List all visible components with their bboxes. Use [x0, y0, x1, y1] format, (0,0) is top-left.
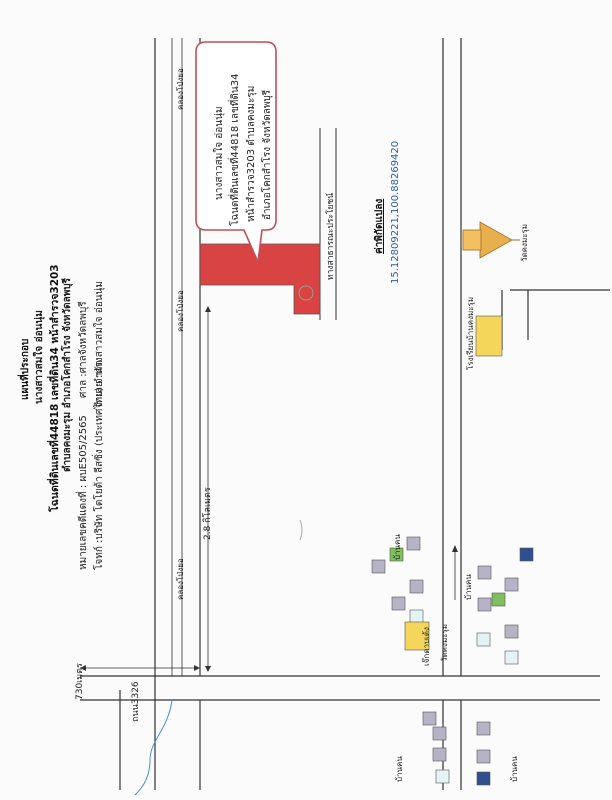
canal-label: คลองโป่งยอ: [176, 290, 185, 332]
roads: [80, 38, 610, 790]
distance-28-label: 2.8 กิโลเมตร: [203, 487, 213, 540]
canal-label: คลองโป่งยอ: [176, 68, 185, 110]
house-block: [435, 769, 450, 784]
callout-line-1: นางสาวสมใจ อ่อนนุ่ม: [214, 106, 225, 200]
house-block: [491, 592, 506, 607]
callout-line-4: อำเภอโคกสำโรง จังหวัดลพบุรี: [262, 89, 273, 220]
defendant: จำเลย :นางสาวสมใจ อ่อนนุ่ม: [94, 281, 105, 408]
house-block: [391, 596, 406, 611]
punch-hole-icon: [298, 285, 314, 301]
house-block: [477, 565, 492, 580]
house-label: บ้านคน: [395, 756, 404, 782]
owner-name: นางสาวสมใจ อ่อนนุ่ม: [34, 310, 45, 404]
arrow-right-icon: [194, 665, 200, 671]
house-label: บ้านคน: [464, 574, 473, 600]
house-block: [432, 747, 447, 762]
house-block: [504, 624, 519, 639]
school-label: โรงเรียนบ้านคงมะรุม: [466, 296, 475, 370]
house-block: [406, 536, 421, 551]
house-block: [476, 749, 491, 764]
case-ref: หมายเลขคดีแดงที่ : ผบE505/2565: [78, 415, 89, 570]
callout-bubble: [195, 41, 277, 265]
to-temple-label: วัดคงมะรุม: [440, 623, 449, 662]
coord-value: 15.12809221,100.88269420: [390, 140, 401, 284]
callout-line-2: โฉนดที่ดินเลขที่44818 เลขที่ดิน34: [230, 73, 241, 226]
court: ศาล :ศาลจังหวัดลพบุรี: [78, 301, 89, 398]
parcel[interactable]: [199, 243, 321, 315]
location-info: ตำบลคงมะรุม อำเภอโคกสำโรง จังหวัดลพบุรี: [62, 277, 73, 472]
distance-730-label: 730เมตร: [75, 663, 85, 700]
punch-mark-icon: [299, 519, 303, 541]
temple-label: วัดคงมะรุม: [520, 223, 529, 262]
arrow-up-icon: [205, 306, 211, 312]
fuel-station: [404, 621, 430, 651]
house-block: [371, 559, 386, 574]
house-block: [519, 547, 534, 562]
house-block: [476, 632, 491, 647]
house-block: [389, 547, 404, 562]
page-title: แผนที่ประกอบ: [20, 338, 31, 400]
temple-icon: [462, 221, 520, 259]
house-block: [476, 721, 491, 736]
house-block: [477, 597, 492, 612]
arrow-left-icon: [80, 665, 86, 671]
house-label: บ้านคน: [510, 756, 519, 782]
house-block: [409, 579, 424, 594]
house-block: [476, 771, 491, 786]
school-building: [475, 315, 503, 357]
coord-title: ค่าพิกัดแปลง: [374, 198, 385, 254]
arrow-up-icon: [452, 545, 458, 552]
public-road-label: ทางสาธารณะประโยชน์: [326, 192, 336, 280]
house-block: [504, 577, 519, 592]
arrow-down-icon: [205, 666, 211, 672]
canal-curve: [134, 699, 173, 796]
house-block: [432, 726, 447, 741]
canal-label: คลองโป่งยอ: [176, 558, 185, 600]
canal: [171, 38, 183, 676]
callout-line-3: หน้าสำรวจ3203 ตำบลคงมะรุม: [246, 85, 257, 222]
house-label: บ้านคน: [393, 534, 402, 560]
house-block: [504, 650, 519, 665]
house-block: [422, 711, 437, 726]
houses: [371, 315, 534, 786]
fuel-label: เจ๊กดาบเต้ง: [422, 627, 431, 666]
house-block: [409, 609, 424, 624]
road-3326-label: ถนน3326: [131, 681, 141, 722]
